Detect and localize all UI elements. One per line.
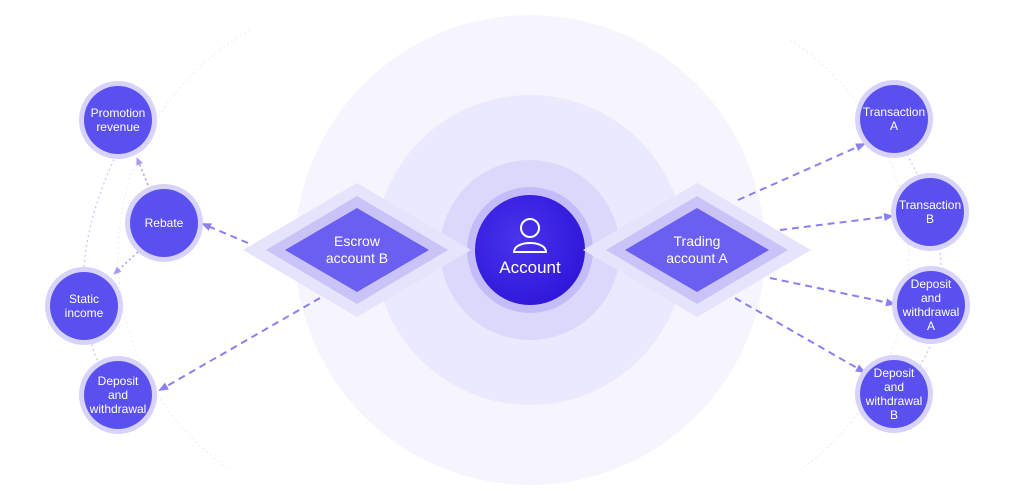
node-label-line2: A [889, 119, 898, 133]
node-label-line2: revenue [96, 120, 140, 134]
node-rebate: Rebate [130, 189, 198, 257]
node-label-line1: Deposit and [97, 374, 139, 402]
node-label-line1: Static [68, 292, 99, 306]
node-label-line2: withdrawal B [865, 394, 923, 422]
arrow-escrow-to-rebate [201, 223, 249, 244]
arrow-trading-to-deposit-a [769, 277, 896, 307]
node-label-line1: Transaction [898, 198, 962, 212]
node-label-line1: Deposit and [873, 366, 915, 394]
arrow-rebate-to-static [113, 251, 139, 275]
center-account-label: Account [499, 258, 561, 277]
center-circle [475, 195, 585, 305]
trading-label-line1: Trading [673, 233, 721, 249]
node-label-line1: Transaction [862, 105, 926, 119]
arrow-trading-to-deposit-b [734, 297, 866, 373]
right-outer-arc [789, 39, 910, 471]
escrow-account-label: Escrow account B [300, 233, 414, 267]
arrow-trading-to-transaction-b [779, 213, 894, 231]
node-label-line2: income [64, 306, 104, 320]
left-outer-arc [117, 29, 251, 471]
node-label-line1: Promotion [90, 106, 146, 120]
escrow-diamond [285, 208, 429, 292]
escrow-label-line1: Escrow [334, 233, 380, 249]
node-label-line2: B [925, 212, 934, 226]
trading-account-label: Trading account A [640, 233, 754, 267]
node-label-line1: Rebate [144, 216, 184, 230]
arrow-trading-to-transaction-a [737, 143, 866, 201]
arrow-rebate-to-promotion [136, 157, 149, 186]
node-label-line2: withdrawal A [902, 305, 960, 333]
node-label-line2: withdrawal [89, 402, 147, 416]
trading-label-line2: account A [666, 250, 728, 266]
arrow-escrow-to-deposit [158, 297, 321, 391]
escrow-label-line2: account B [325, 250, 389, 266]
node-label-line1: Deposit and [910, 277, 952, 305]
user-icon [512, 218, 548, 253]
trading-diamond [625, 208, 769, 292]
